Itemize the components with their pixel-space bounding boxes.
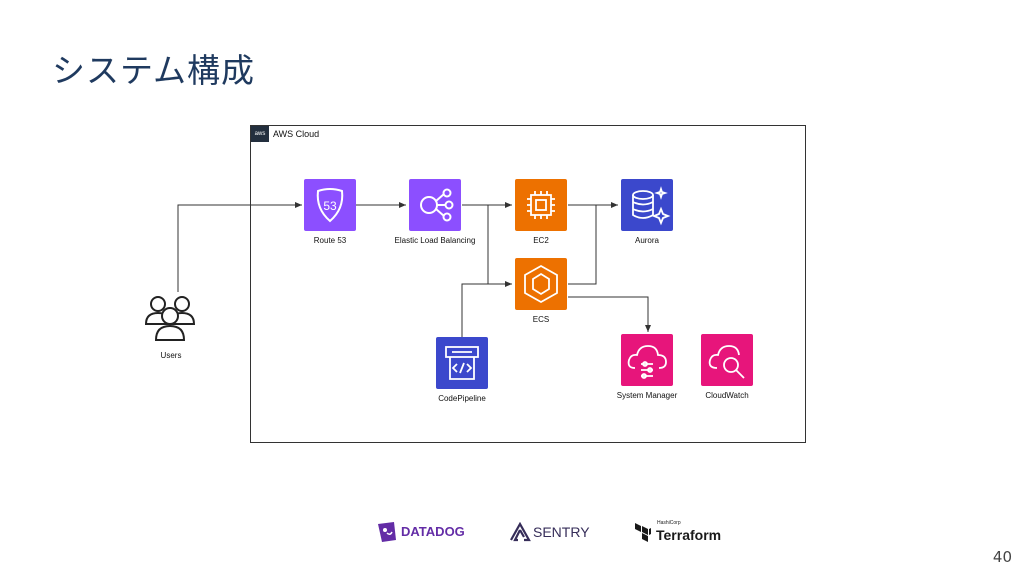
system-manager-icon — [621, 334, 673, 386]
elb-icon — [409, 179, 461, 231]
edge-ecs-aurora — [568, 205, 597, 285]
datadog-logo: DATADOG — [376, 520, 468, 544]
sentry-icon — [510, 522, 531, 542]
route53-icon: 53 — [304, 179, 356, 231]
ec2-icon — [515, 179, 567, 231]
terraform-wordmark: Terraform — [656, 527, 722, 543]
page-title: システム構成 — [52, 51, 256, 90]
users-icon — [144, 292, 196, 344]
datadog-dog-icon — [378, 522, 396, 542]
elb-label: Elastic Load Balancing — [394, 236, 476, 245]
codepipeline-label: CodePipeline — [438, 394, 486, 403]
terraform-icon — [635, 523, 651, 542]
aws-cloud-group: aws AWS Cloud — [250, 125, 806, 443]
ecs-icon — [515, 258, 567, 310]
aurora-icon — [621, 179, 673, 231]
ec2-label: EC2 — [533, 236, 549, 245]
sentry-wordmark: SENTRY — [533, 524, 590, 540]
terraform-logo: HashiCorp Terraform — [634, 520, 722, 544]
sentry-logo: SENTRY — [509, 522, 593, 544]
aurora-label: Aurora — [634, 236, 659, 245]
system-manager-label: System Manager — [616, 391, 678, 400]
route53-label: Route 53 — [313, 236, 347, 245]
cloudwatch-icon — [701, 334, 753, 386]
codepipeline-icon — [436, 337, 488, 389]
datadog-wordmark: DATADOG — [401, 524, 465, 539]
edge-ecs-systemmanager — [568, 296, 651, 332]
ecs-label: ECS — [532, 315, 550, 324]
cloudwatch-label: CloudWatch — [705, 391, 749, 400]
aws-logo-icon: aws — [251, 126, 269, 142]
users-label: Users — [160, 351, 182, 360]
edge-codepipeline-ecs — [461, 283, 488, 337]
route53-icon-text: 53 — [323, 199, 337, 213]
hashicorp-wordmark: HashiCorp — [657, 520, 681, 526]
aws-cloud-label: AWS Cloud — [273, 129, 320, 139]
page-number: 40 — [992, 548, 1012, 566]
edge-users-route53 — [177, 202, 302, 292]
